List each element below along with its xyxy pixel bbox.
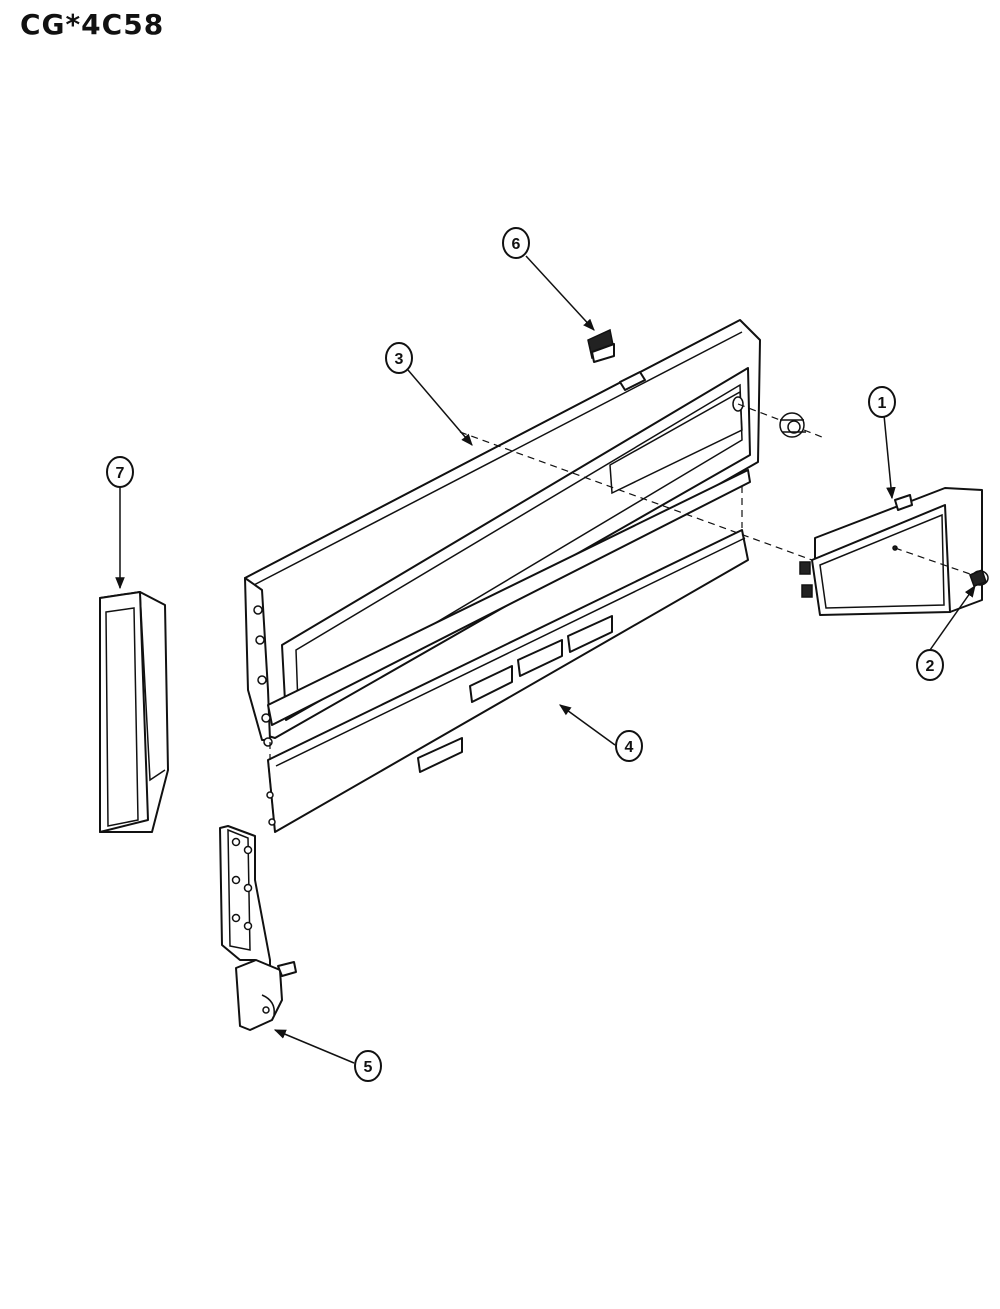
callout-1: 1 <box>868 386 896 418</box>
clock-knob-part <box>969 568 989 587</box>
callout-2: 2 <box>916 649 944 681</box>
trim-strip-part <box>266 529 749 833</box>
callout-4-label: 4 <box>625 739 634 756</box>
callout-1-label: 1 <box>878 395 887 412</box>
callout-6: 6 <box>502 227 530 259</box>
callout-7: 7 <box>106 456 134 488</box>
control-panel-part <box>244 319 761 747</box>
callout-3-label: 3 <box>395 351 404 368</box>
small-knob-part <box>779 412 806 438</box>
callout-4: 4 <box>615 730 643 762</box>
callout-2-label: 2 <box>926 658 935 675</box>
callout-7-label: 7 <box>116 465 125 482</box>
model-number-title: CG*4C58 <box>20 8 165 41</box>
callout-5-label: 5 <box>364 1059 373 1076</box>
rocker-switch-part <box>587 328 615 363</box>
callout-3: 3 <box>385 342 413 374</box>
end-cap-part <box>99 591 169 833</box>
leader-arrows <box>115 255 976 1064</box>
callout-5: 5 <box>354 1050 382 1082</box>
alignment-lines <box>269 403 971 760</box>
clock-module-part <box>799 487 983 616</box>
callout-6-label: 6 <box>512 236 521 253</box>
mounting-bracket-part <box>219 825 297 1031</box>
